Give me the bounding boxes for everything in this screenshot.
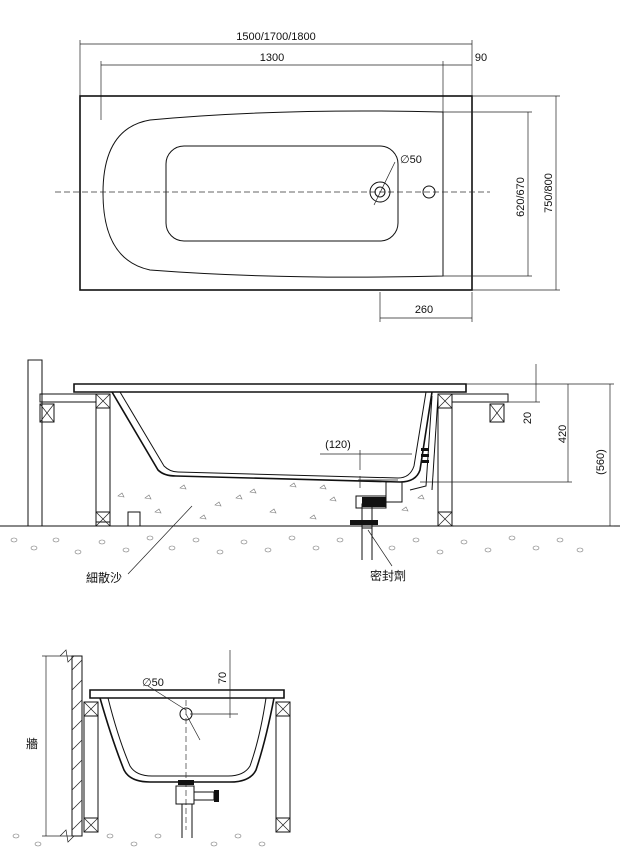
tub-rim-outline xyxy=(79,95,473,291)
end-offset-label: 90 xyxy=(475,52,487,64)
total-height-label: (560) xyxy=(595,449,607,475)
overflow-circle xyxy=(422,185,436,199)
side-tub-rim xyxy=(73,383,467,393)
side-drain-offset-label: (120) xyxy=(325,439,351,451)
tub-inner-bowl xyxy=(102,110,444,278)
sealant-label: 密封劑 xyxy=(370,568,406,583)
side-section: (120) 20 420 (560) xyxy=(0,359,620,585)
front-drain-dia-label: ∅50 xyxy=(142,677,164,689)
plan-view: 1500/1700/1800 1300 90 ∅50 620/670 750/8… xyxy=(55,31,560,322)
tub-bottom xyxy=(165,145,399,242)
depth-label: 420 xyxy=(557,425,569,443)
side-tub-body xyxy=(111,391,433,483)
wall-label: 牆 xyxy=(26,736,38,751)
inner-length-label: 1300 xyxy=(260,52,284,64)
rim-height-label: 20 xyxy=(522,412,534,424)
sand-label: 細散沙 xyxy=(86,570,122,585)
overall-length-label: 1500/1700/1800 xyxy=(236,31,316,43)
drain-offset-label: 260 xyxy=(415,304,433,316)
inner-width-label: 620/670 xyxy=(515,177,527,217)
rim-depth-label: 70 xyxy=(217,672,229,684)
front-tub-rim xyxy=(89,689,285,699)
overall-width-label: 750/800 xyxy=(543,173,555,213)
drain-circle xyxy=(369,181,391,203)
drain-dia-label: ∅50 xyxy=(400,154,422,166)
front-section: 牆 ∅50 70 xyxy=(12,649,291,847)
